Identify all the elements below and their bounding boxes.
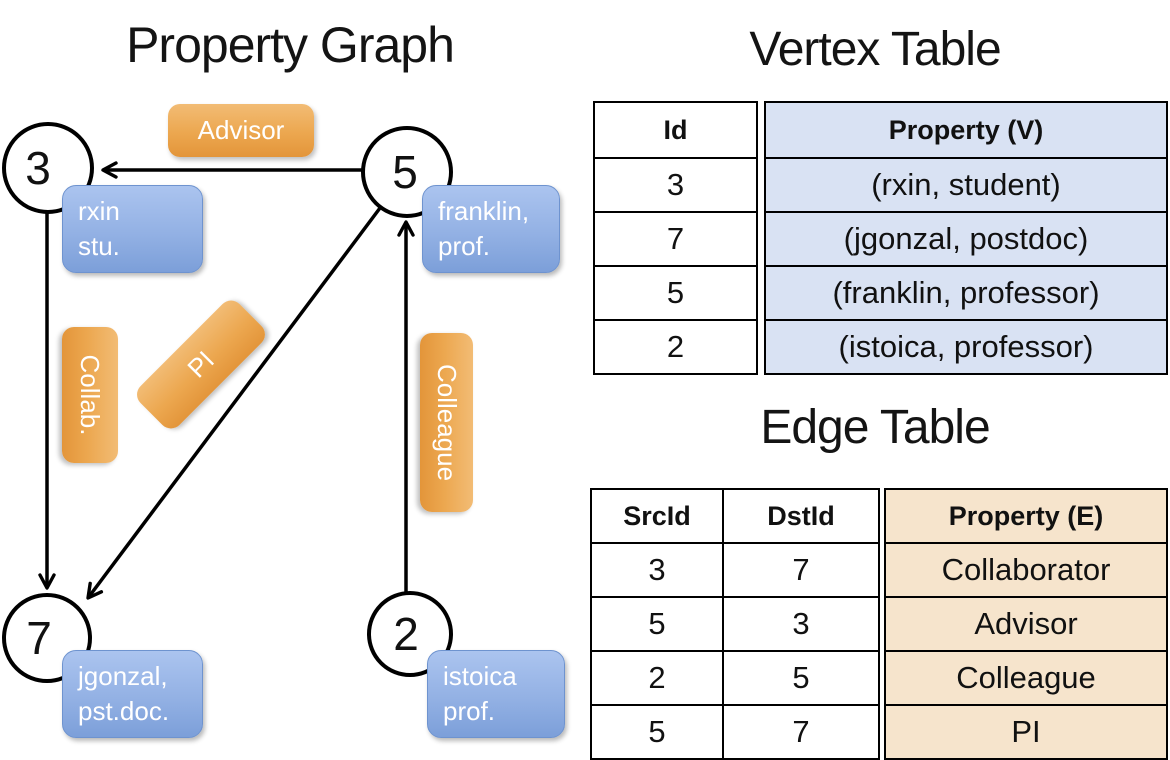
edge-property-cell: Colleague xyxy=(884,650,1168,706)
vertex-property-2-line1: istoica xyxy=(443,661,517,691)
table-row: 2 5 xyxy=(590,650,880,706)
edge-label-pi-text: PI xyxy=(181,344,220,384)
property-graph-title: Property Graph xyxy=(126,17,455,73)
graph-edges-canvas xyxy=(38,161,415,600)
vertex-node-5-id: 5 xyxy=(392,146,418,198)
vertex-property-5-line1: franklin, xyxy=(438,196,530,226)
edge-property-cell: Collaborator xyxy=(884,542,1168,598)
edge-property-cell: Advisor xyxy=(884,596,1168,652)
edge-table-title: Edge Table xyxy=(760,401,990,454)
vertex-property-box-7: jgonzal, pst.doc. xyxy=(62,650,203,738)
table-row: (jgonzal, postdoc) xyxy=(764,211,1168,267)
edge-property-cell: PI xyxy=(884,704,1168,760)
vertex-table-id-column: Id 3 7 5 2 xyxy=(593,101,758,375)
edge-label-colleague-text: Colleague xyxy=(432,363,462,482)
vertex-node-3-id: 3 xyxy=(25,142,51,194)
vertex-property-3-line1: rxin xyxy=(78,196,120,226)
edge-srcid-cell: 3 xyxy=(590,542,724,598)
edge-srcid-cell: 5 xyxy=(590,704,724,760)
edge-label-advisor-text: Advisor xyxy=(197,115,285,145)
vertex-node-5: 5 xyxy=(361,126,453,218)
table-row: 7 xyxy=(593,211,758,267)
edge-table-header-dstid: DstId xyxy=(722,488,880,544)
edge-table-id-columns: SrcId DstId 3 7 5 3 2 5 5 7 xyxy=(590,488,880,760)
vertex-property-cell: (franklin, professor) xyxy=(764,265,1168,321)
vertex-property-5-line2: prof. xyxy=(438,231,491,262)
edge-dstid-cell: 3 xyxy=(722,596,880,652)
vertex-property-7-line2: pst.doc. xyxy=(78,696,170,727)
vertex-property-2-line2: prof. xyxy=(443,696,496,727)
table-row: 2 xyxy=(593,319,758,375)
vertex-table-header-property: Property (V) xyxy=(764,101,1168,159)
vertex-property-box-5: franklin, prof. xyxy=(422,185,560,273)
vertex-id-cell: 7 xyxy=(593,211,758,267)
table-row: Colleague xyxy=(884,650,1168,706)
edge-label-collab-text: Collab. xyxy=(75,354,106,436)
table-row: Collaborator xyxy=(884,542,1168,598)
edge-dstid-cell: 5 xyxy=(722,650,880,706)
edge-dstid-cell: 7 xyxy=(722,704,880,760)
vertex-node-7-id: 7 xyxy=(26,612,52,664)
vertex-property-3-line2: stu. xyxy=(78,231,120,262)
edge-table-header-property: Property (E) xyxy=(884,488,1168,544)
edge-label-collab: Collab. xyxy=(62,327,118,463)
table-row: 5 3 xyxy=(590,596,880,652)
table-row: 3 xyxy=(593,157,758,213)
edge-srcid-cell: 2 xyxy=(590,650,724,706)
vertex-node-2-id: 2 xyxy=(393,608,419,660)
vertex-property-box-3: rxin stu. xyxy=(62,185,203,273)
table-row: 3 7 xyxy=(590,542,880,598)
table-row: 5 xyxy=(593,265,758,321)
vertex-property-cell: (istoica, professor) xyxy=(764,319,1168,375)
vertex-property-7-line1: jgonzal, xyxy=(78,661,168,691)
vertex-property-cell: (rxin, student) xyxy=(764,157,1168,213)
vertex-table-header-id: Id xyxy=(593,101,758,159)
table-row: (rxin, student) xyxy=(764,157,1168,213)
vertex-table-title: Vertex Table xyxy=(749,23,1001,76)
table-row: (franklin, professor) xyxy=(764,265,1168,321)
edge-table-property-column: Property (E) Collaborator Advisor Collea… xyxy=(884,488,1168,760)
vertex-property-box-2: istoica prof. xyxy=(427,650,565,738)
table-row: (istoica, professor) xyxy=(764,319,1168,375)
edge-dstid-cell: 7 xyxy=(722,542,880,598)
vertex-table-property-column: Property (V) (rxin, student) (jgonzal, p… xyxy=(764,101,1168,375)
vertex-node-2: 2 xyxy=(367,591,453,677)
vertex-id-cell: 5 xyxy=(593,265,758,321)
edge-label-advisor: Advisor xyxy=(168,104,314,157)
vertex-property-cell: (jgonzal, postdoc) xyxy=(764,211,1168,267)
table-row: PI xyxy=(884,704,1168,760)
edge-5-7 xyxy=(86,206,382,600)
table-row: 5 7 xyxy=(590,704,880,760)
vertex-id-cell: 3 xyxy=(593,157,758,213)
vertex-id-cell: 2 xyxy=(593,319,758,375)
table-row: Advisor xyxy=(884,596,1168,652)
edge-srcid-cell: 5 xyxy=(590,596,724,652)
edge-label-colleague: Colleague xyxy=(420,333,473,512)
edge-table-header-srcid: SrcId xyxy=(590,488,724,544)
